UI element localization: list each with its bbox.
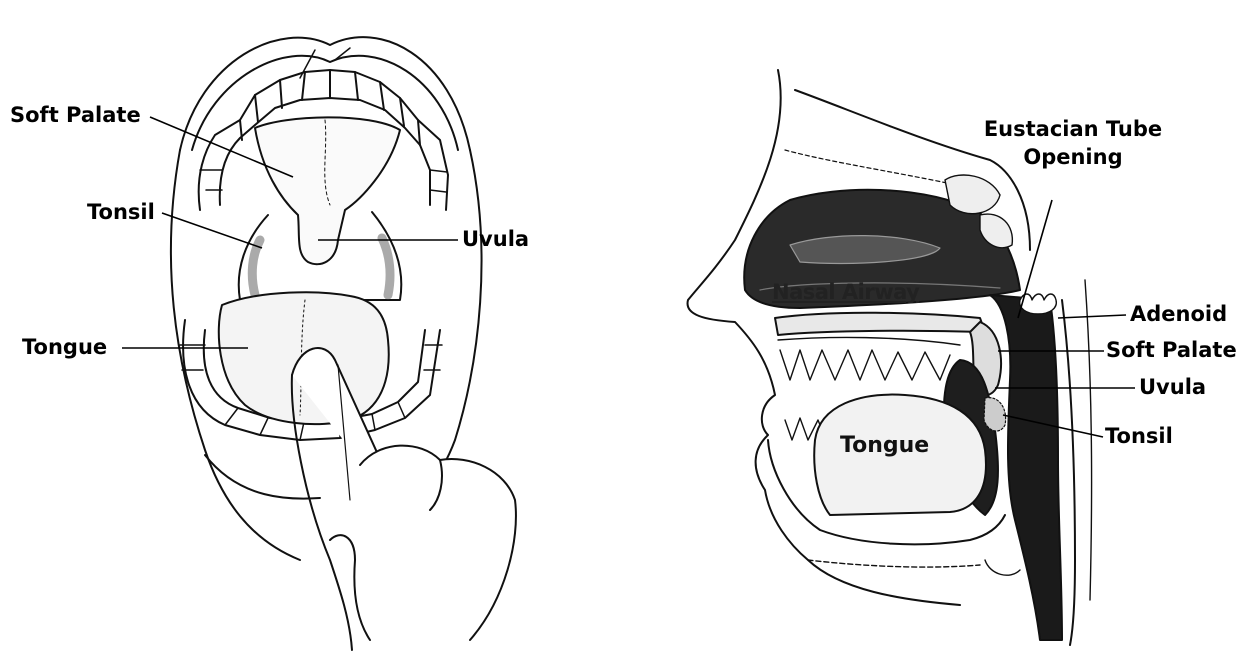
label-tonsil-side: Tonsil — [1105, 425, 1173, 447]
label-nasal-airway: Nasal Airway — [772, 280, 919, 304]
label-eustachian-tube: Eustacian Tube Opening — [978, 118, 1168, 168]
label-eustachian-tube-line2: Opening — [978, 146, 1168, 168]
leader-eustachian-tube — [1018, 200, 1052, 318]
label-uvula-side: Uvula — [1139, 376, 1206, 398]
leader-adenoid — [1058, 315, 1126, 318]
label-eustachian-tube-line1: Eustacian Tube — [978, 118, 1168, 140]
label-soft-palate-side: Soft Palate — [1106, 339, 1237, 361]
leader-tonsil-side — [1003, 415, 1103, 437]
label-adenoid: Adenoid — [1130, 303, 1227, 325]
label-tongue-side: Tongue — [840, 433, 929, 458]
